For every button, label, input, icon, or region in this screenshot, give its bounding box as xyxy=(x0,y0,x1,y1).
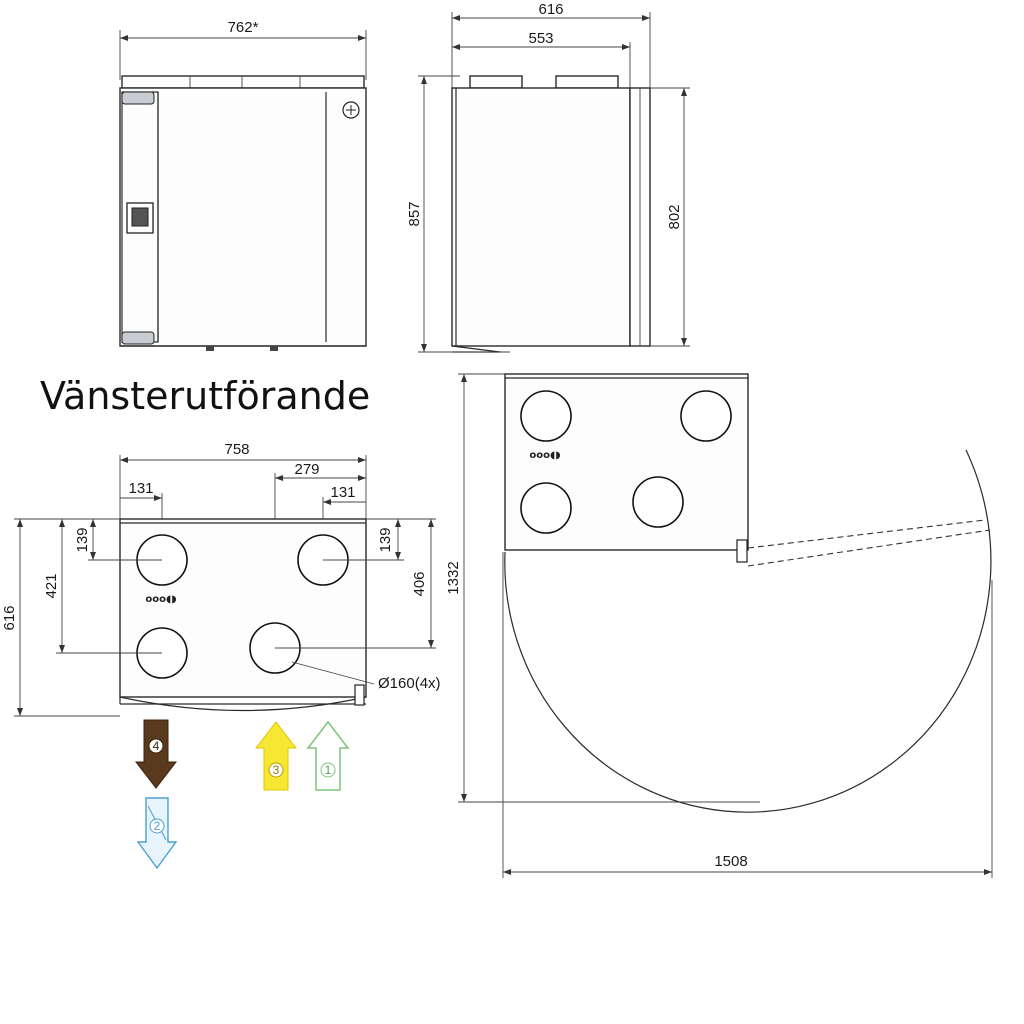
side-depth-outer-label: 616 xyxy=(538,1,563,18)
top-width-label: 758 xyxy=(224,441,249,458)
arrow-4-down: 4 xyxy=(134,719,178,789)
spigot-right-x-label: 131 xyxy=(330,484,355,501)
arrow-3-number: 3 xyxy=(273,763,280,777)
door-swing-view: 1332 ooo◖◗ 1508 xyxy=(445,373,993,878)
front-width-label: 762* xyxy=(228,19,259,36)
lower-right-y-label: 406 xyxy=(411,571,428,596)
lower-left-y-label: 421 xyxy=(43,573,60,598)
diameter-label: Ø160(4x) xyxy=(378,675,441,692)
swing-view-brand-mark: ooo◖◗ xyxy=(529,450,560,461)
top-view: 758 279 131 131 ooo◖◗ xyxy=(1,441,441,717)
arrow-1-up: 1 xyxy=(306,720,350,791)
spigot-left-y-label: 139 xyxy=(74,527,91,552)
side-height-total-label: 857 xyxy=(406,201,423,226)
drawing-title: Vänsterutförande xyxy=(40,374,370,418)
top-offset-right-label: 279 xyxy=(294,461,319,478)
arrow-3-up: 3 xyxy=(254,721,298,791)
top-view-brand-mark: ooo◖◗ xyxy=(145,594,176,605)
spigot-left-x-label: 131 xyxy=(128,480,153,497)
swing-height-label: 1332 xyxy=(445,561,462,594)
arrow-4-number: 4 xyxy=(153,739,160,753)
swing-width-label: 1508 xyxy=(714,853,747,870)
side-view: 616 553 857 802 xyxy=(406,1,690,353)
front-view: 762* xyxy=(119,19,367,351)
side-height-body-label: 802 xyxy=(666,204,683,229)
airflow-arrows: 4 2 3 1 xyxy=(134,719,350,870)
arrow-2-number: 2 xyxy=(154,819,161,833)
top-depth-label: 616 xyxy=(1,605,18,630)
arrow-1-number: 1 xyxy=(325,763,332,777)
spigot-right-y-label: 139 xyxy=(377,527,394,552)
arrow-2-down: 2 xyxy=(136,797,178,870)
side-depth-inner-label: 553 xyxy=(528,30,553,47)
